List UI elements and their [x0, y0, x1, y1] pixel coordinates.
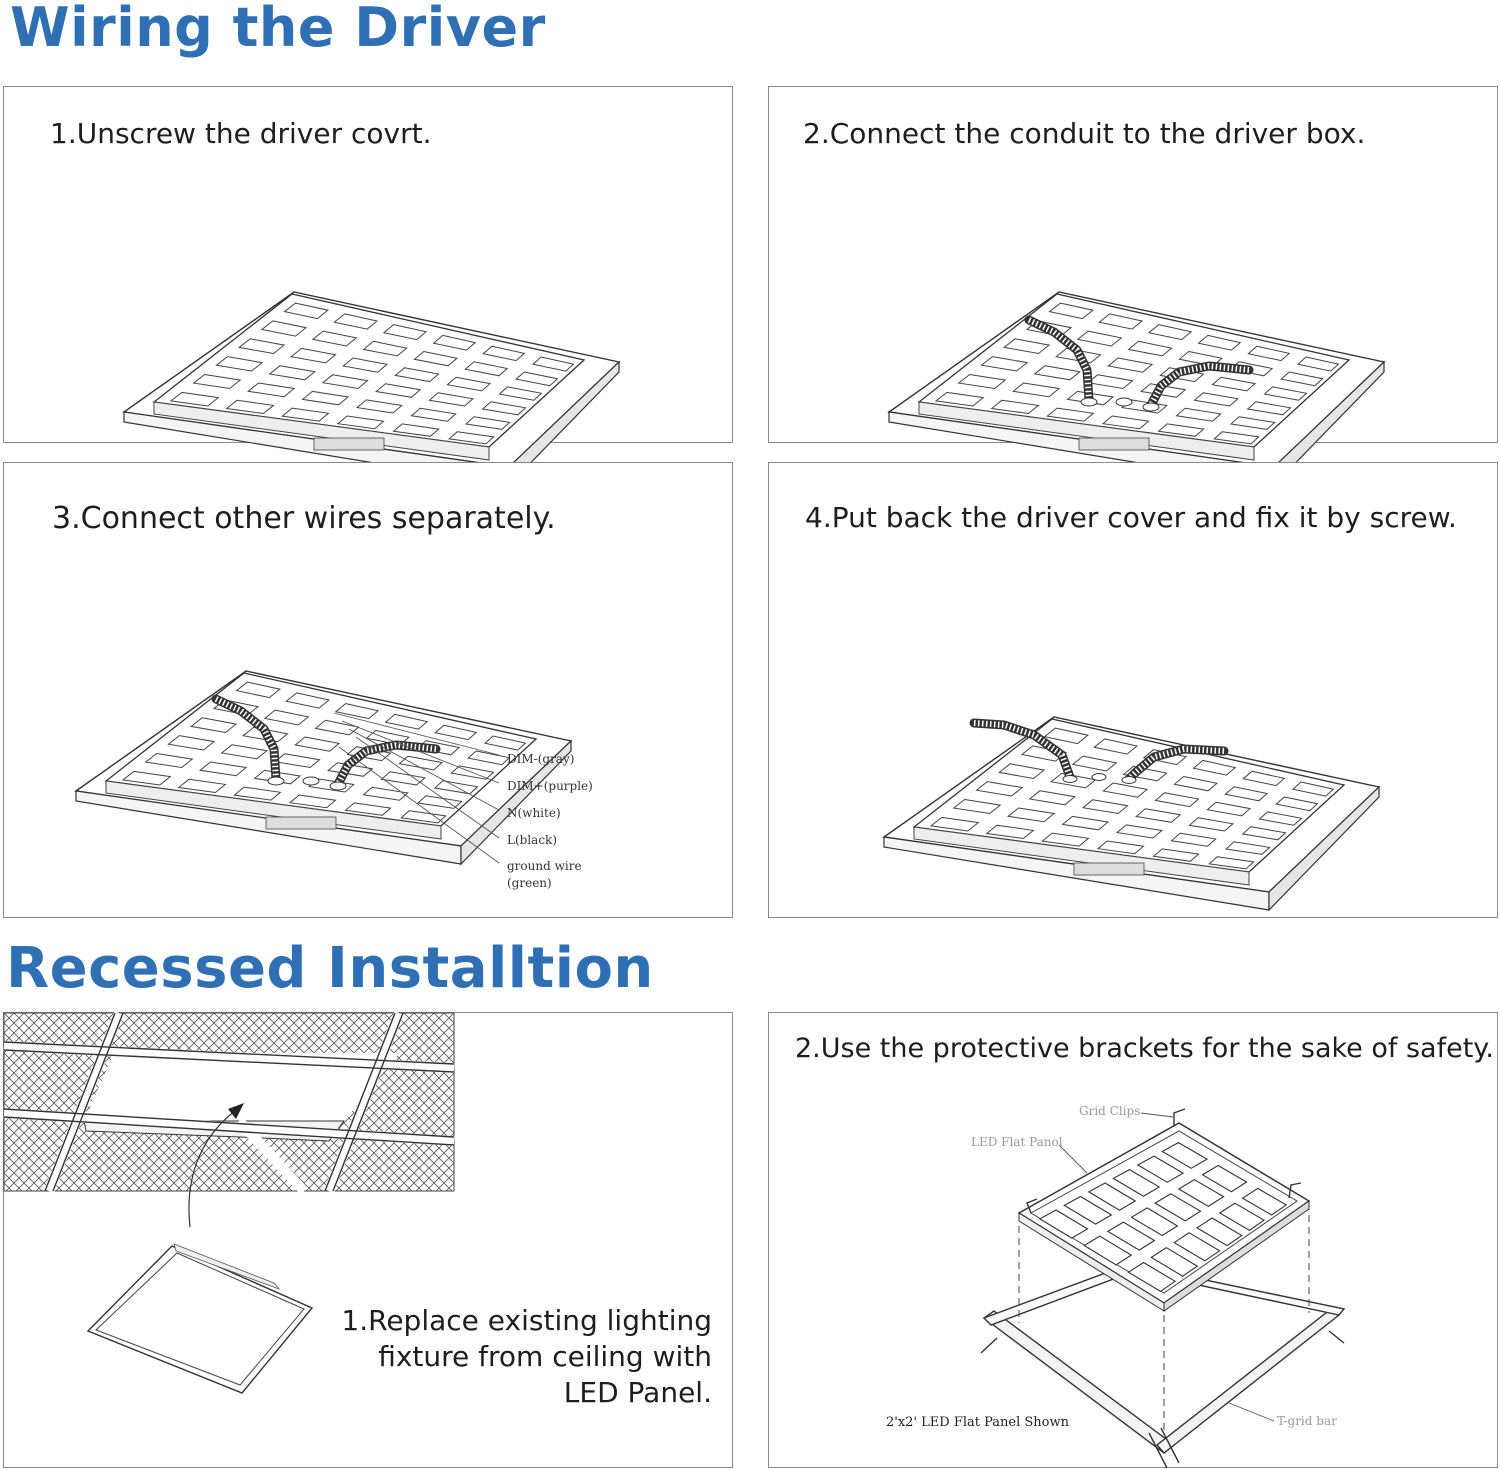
- wiring-step-1-text: 1.Unscrew the driver covrt.: [50, 117, 432, 150]
- wire-label-dim-plus: DIM+(purple): [507, 779, 593, 793]
- wiring-step-4-panel: 4.Put back the driver cover and fix it b…: [768, 462, 1498, 918]
- led-panel-drawing: [882, 716, 1381, 912]
- wiring-step-1-panel: 1.Unscrew the driver covrt.: [3, 86, 733, 487]
- label-t-grid-bar: T-grid bar: [1277, 1414, 1337, 1428]
- wire-labels-diagram: DIM-(gray) DIM+(purple) N(white) L(black…: [333, 712, 593, 890]
- upward-arrow-icon: [188, 1103, 244, 1228]
- label-grid-clips: Grid Clips: [1079, 1104, 1140, 1118]
- label-led-flat-panel: LED Flat Panol: [971, 1135, 1063, 1149]
- wire-label-ground: ground wire: [507, 859, 582, 873]
- wiring-step-2-panel: 2.Connect the conduit to the driver box.: [768, 86, 1498, 487]
- section-heading-recessed: Recessed Installtion: [6, 936, 654, 1001]
- wiring-step-3-panel: 3.Connect other wires separately. DIM-(g…: [3, 462, 733, 918]
- panel-grid-cells: [1038, 1141, 1288, 1293]
- led-panel-flat-drawing: [86, 1243, 314, 1394]
- label-panel-shown: 2'x2' LED Flat Panel Shown: [886, 1415, 1070, 1430]
- recessed-step-2-text: 2.Use the protective brackets for the sa…: [795, 1033, 1495, 1064]
- wiring-step-4-text: 4.Put back the driver cover and fix it b…: [805, 501, 1457, 534]
- recessed-step-2-panel: 2.Use the protective brackets for the sa…: [768, 1012, 1498, 1469]
- ceiling-grid-drawing: [3, 1011, 455, 1195]
- wire-label-live: L(black): [507, 833, 557, 847]
- section-heading-wiring: Wiring the Driver: [10, 0, 546, 59]
- wire-label-neutral: N(white): [507, 806, 561, 820]
- led-panel-drawing: [887, 291, 1386, 487]
- recessed-step-1-panel: 1.Replace existing lighting fixture from…: [3, 1011, 733, 1468]
- wiring-step-2-text: 2.Connect the conduit to the driver box.: [803, 117, 1366, 150]
- recessed-step-1-line-2: fixture from ceiling with: [378, 1340, 712, 1373]
- recessed-step-1-line-1: 1.Replace existing lighting: [341, 1304, 712, 1337]
- wire-label-dim-minus: DIM-(gray): [507, 752, 574, 766]
- wire-label-ground-color: (green): [507, 876, 552, 890]
- led-panel-drawing: [74, 670, 573, 866]
- bracket-installation-drawing: Grid Clips LED Flat Panol 2'x2' LED Flat…: [886, 1104, 1346, 1469]
- wiring-step-3-text: 3.Connect other wires separately.: [52, 501, 556, 536]
- recessed-step-1-line-3: LED Panel.: [563, 1376, 712, 1409]
- recessed-step-1-text: 1.Replace existing lighting fixture from…: [304, 1303, 712, 1411]
- led-panel-drawing: [122, 291, 621, 487]
